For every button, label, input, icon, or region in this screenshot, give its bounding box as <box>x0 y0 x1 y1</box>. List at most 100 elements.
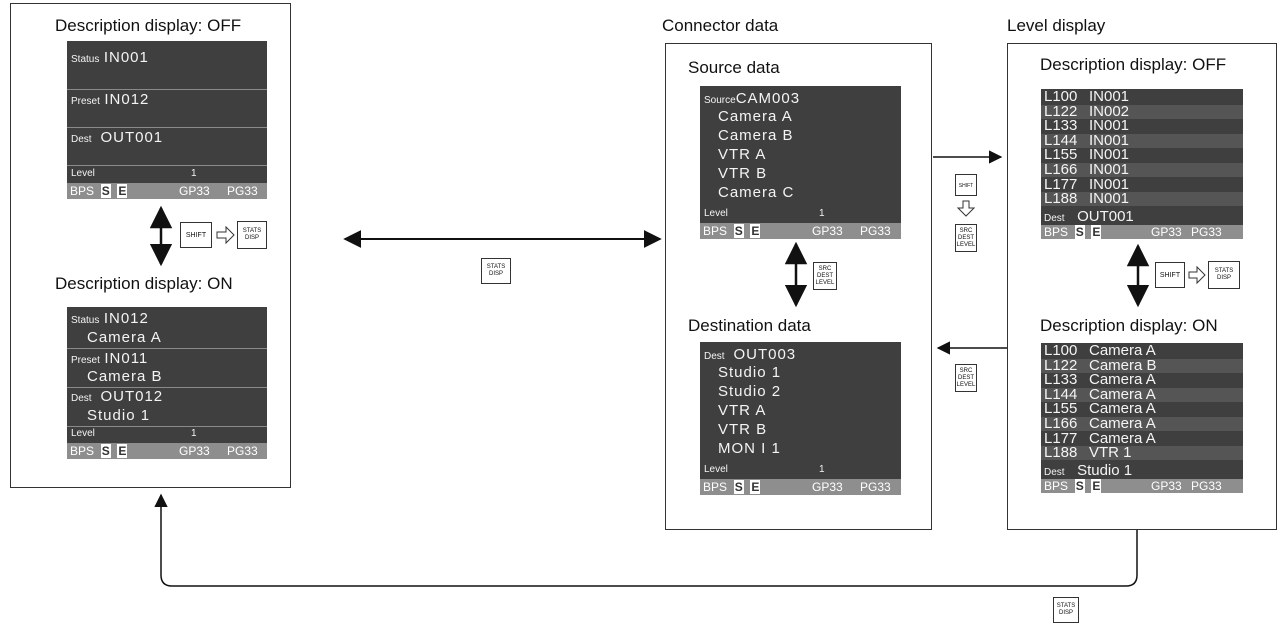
level-value: 1 <box>191 168 197 179</box>
status-value: IN012 <box>103 310 149 327</box>
shift-key-level[interactable]: SHIFT <box>1155 262 1185 288</box>
dest-label: Dest <box>1044 467 1065 478</box>
e-indicator: E <box>750 224 761 238</box>
list-item: VTR A <box>718 402 767 419</box>
s-indicator: S <box>733 224 744 238</box>
list-item: MON I 1 <box>718 440 781 457</box>
dest-label: Dest <box>71 134 92 145</box>
key-line: DISP <box>1216 275 1231 281</box>
status-label: Status <box>71 54 100 65</box>
preset-description: Camera B <box>87 368 163 385</box>
s-indicator: S <box>100 184 111 198</box>
table-row: L144 Camera A <box>1041 385 1243 403</box>
key-line: STATS <box>486 264 506 270</box>
dest-value: OUT001 <box>100 129 164 146</box>
level-value: VTR 1 <box>1089 444 1132 462</box>
list-item: VTR A <box>718 146 767 163</box>
level-code: L144 <box>1044 385 1078 403</box>
shift-key[interactable]: SHIFT <box>180 222 212 248</box>
level-value: Camera A <box>1089 400 1156 418</box>
level-value: Camera A <box>1089 343 1156 359</box>
list-item: Camera C <box>718 184 795 201</box>
key-line: DISP <box>1058 610 1073 616</box>
key-line: SRC <box>959 228 973 234</box>
left-on-screen: Status IN012 Camera A Preset IN011 Camer… <box>67 307 267 459</box>
e-indicator: E <box>1091 225 1102 239</box>
source-label: Source <box>704 95 736 106</box>
key-line: LEVEL <box>956 242 976 248</box>
level-display-heading: Level display <box>1007 16 1106 35</box>
list-item: Studio 2 <box>718 383 782 400</box>
status-value: IN001 <box>103 49 149 66</box>
gp-label: GP33 <box>812 224 843 238</box>
level-code: L166 <box>1044 415 1078 432</box>
key-line: STATS <box>1214 268 1234 274</box>
key-line: STATS <box>242 228 262 234</box>
level-value: IN001 <box>1089 190 1130 208</box>
connector-heading: Connector data <box>662 16 779 35</box>
level-value: Camera A <box>1089 385 1156 403</box>
status-bar: BPS S E GP33 PG33 <box>1041 479 1243 493</box>
small-down-arrow-icon <box>956 200 976 217</box>
preset-value: IN011 <box>104 350 149 367</box>
level-label: Level <box>71 428 95 439</box>
shift-key-mid[interactable]: SHIFT <box>955 174 977 196</box>
pg-label: PG33 <box>1191 225 1222 239</box>
key-line: DEST <box>957 235 974 241</box>
list-item: VTR B <box>718 421 768 438</box>
key-line: DISP <box>488 271 503 277</box>
bps-label: BPS <box>70 444 95 458</box>
destination-heading: Destination data <box>688 316 811 335</box>
key-line: LEVEL <box>956 382 976 388</box>
level-code: L188 <box>1044 190 1078 208</box>
level-value: IN001 <box>1089 161 1130 178</box>
status-bar: BPS S E GP33 PG33 <box>1041 225 1243 239</box>
level-value: Camera B <box>1089 356 1157 374</box>
source-value: CAM003 <box>735 90 801 107</box>
level-code: L155 <box>1044 146 1078 164</box>
dest-value: Studio 1 <box>1077 462 1133 479</box>
gp-label: GP33 <box>812 480 843 494</box>
gp-label: GP33 <box>1151 225 1182 239</box>
level-code: L100 <box>1044 343 1078 359</box>
table-row: L188 IN001 <box>1041 190 1243 208</box>
level-value: IN001 <box>1089 131 1130 149</box>
s-indicator: S <box>1074 225 1085 239</box>
key-line: LEVEL <box>815 280 835 286</box>
dest-value: OUT012 <box>100 388 164 405</box>
gp-label: GP33 <box>179 184 210 198</box>
preset-label: Preset <box>71 96 100 107</box>
level-value: IN001 <box>1089 117 1130 135</box>
level-code: L122 <box>1044 356 1078 374</box>
status-bar: BPS S E GP33 PG33 <box>67 183 267 199</box>
level-code: L188 <box>1044 444 1078 462</box>
level-label: Level <box>71 168 95 179</box>
dest-description: Studio 1 <box>87 407 151 424</box>
e-indicator: E <box>1091 479 1102 493</box>
bps-label: BPS <box>703 480 728 494</box>
pg-label: PG33 <box>227 184 258 198</box>
left-off-heading: Description display: OFF <box>55 16 242 35</box>
bps-label: BPS <box>1044 225 1069 239</box>
level-on-heading: Description display: ON <box>1040 316 1218 335</box>
level-value: 1 <box>819 464 825 475</box>
s-indicator: S <box>733 480 744 494</box>
status-description: Camera A <box>87 329 162 346</box>
pg-label: PG33 <box>860 224 891 238</box>
